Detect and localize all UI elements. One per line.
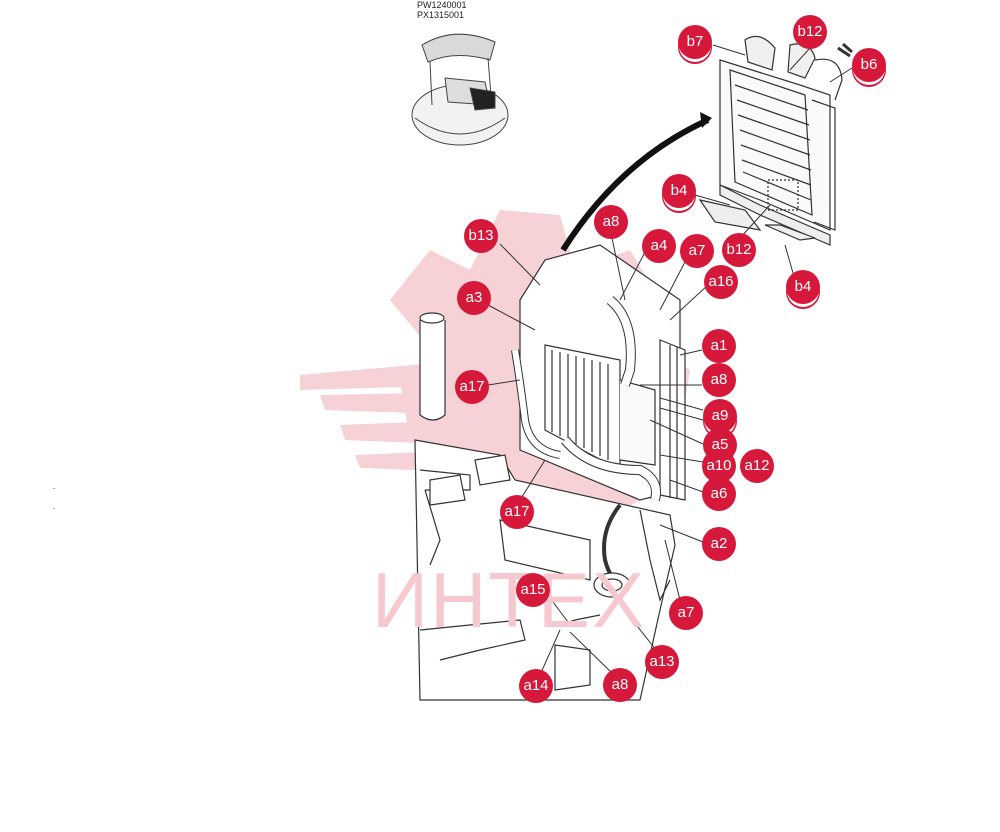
callout-a3[interactable]: a3 [457,281,491,315]
callout-a16[interactable]: a16 [704,265,738,299]
part-codes: PW1240001 PX1315001 [417,0,467,20]
callout-a13[interactable]: a13 [645,645,679,679]
callout-b13[interactable]: b13 [464,219,498,253]
callout-b6[interactable]: b6 [852,48,886,82]
callout-b4-left[interactable]: b4 [662,174,696,208]
part-code-1: PW1240001 [417,0,467,10]
margin-tick: - [53,506,55,512]
callout-b12-top[interactable]: b12 [793,15,827,49]
part-code-2: PX1315001 [417,10,465,20]
view-arrow [560,117,710,252]
callout-a17-bottom[interactable]: a17 [500,495,534,529]
callout-a2[interactable]: a2 [702,527,736,561]
callout-a8-bottom[interactable]: a8 [603,668,637,702]
callout-a1[interactable]: a1 [702,329,736,363]
callout-b4-bottom[interactable]: b4 [786,270,820,304]
main-assembly [414,244,686,701]
callout-a8-top[interactable]: a8 [594,205,628,239]
callout-a12[interactable]: a12 [740,449,774,483]
callout-a15[interactable]: a15 [516,573,550,607]
callout-a7-top[interactable]: a7 [680,234,714,268]
watermark-text: ИНТЕХ [372,556,647,644]
leader-lines [487,44,853,676]
callout-a7-bottom[interactable]: a7 [669,596,703,630]
callout-a8-mid[interactable]: a8 [702,363,736,397]
margin-tick: ˆ [53,489,55,495]
machine-thumbnail [411,33,509,146]
callout-b7[interactable]: b7 [678,25,712,59]
radiator-inset [698,35,853,246]
callout-a6[interactable]: a6 [702,477,736,511]
callout-b12-bottom[interactable]: b12 [722,233,756,267]
callout-a4[interactable]: a4 [642,229,676,263]
callout-a14[interactable]: a14 [519,669,553,703]
callout-a17-left[interactable]: a17 [455,370,489,404]
callout-a9[interactable]: a9 [703,399,737,433]
